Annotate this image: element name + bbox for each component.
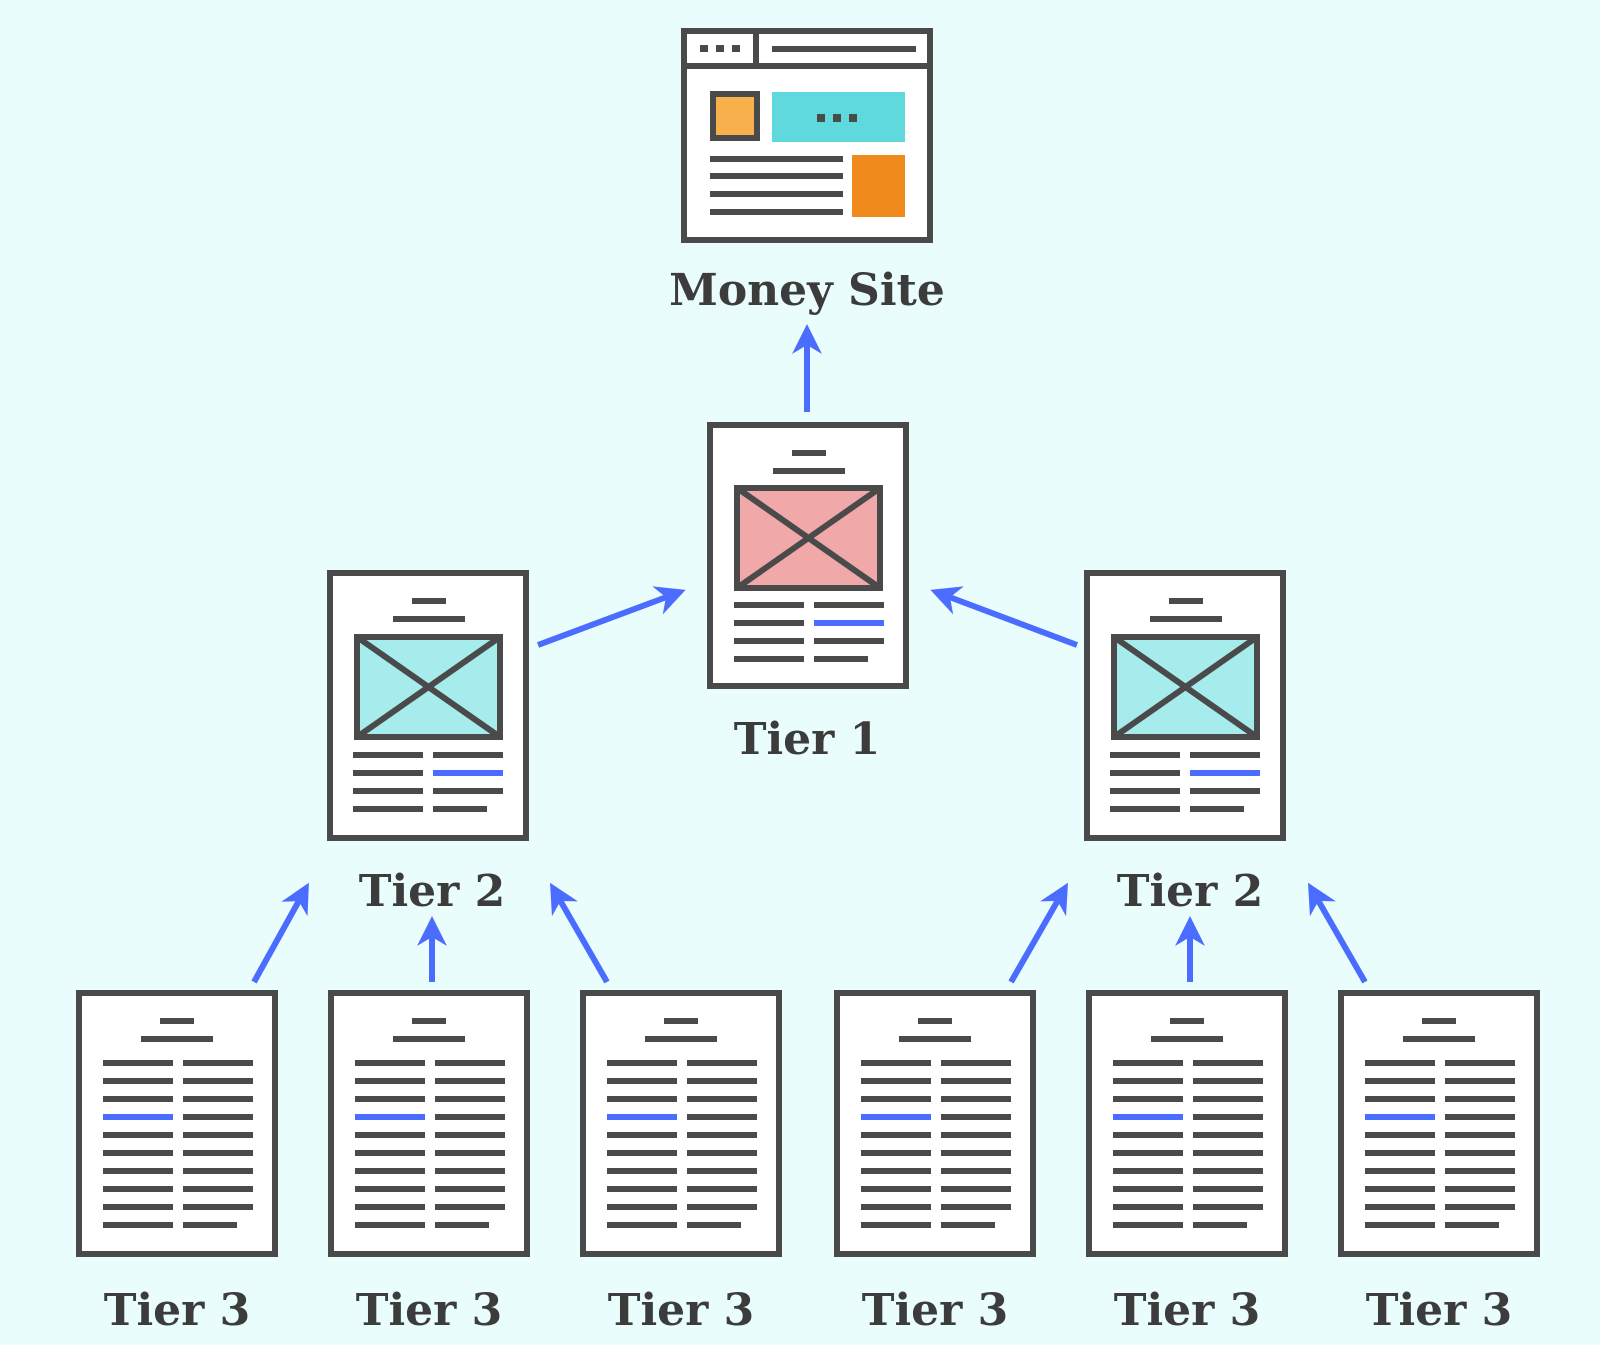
tier3-label: Tier 3 [356, 1285, 503, 1336]
tier2-right-label: Tier 2 [1117, 866, 1264, 917]
text-document-icon [834, 990, 1036, 1257]
tier3-label: Tier 3 [1366, 1285, 1513, 1336]
arrow-tier2-left-to-tier1 [536, 586, 686, 648]
article-image-icon [707, 422, 909, 689]
tier3-label: Tier 3 [104, 1285, 251, 1336]
text-document-icon [580, 990, 782, 1257]
tier3-label: Tier 3 [1114, 1285, 1261, 1336]
article-image-icon [1084, 570, 1286, 841]
text-document-icon [1338, 990, 1540, 1257]
article-image-icon [327, 570, 529, 841]
tier3-label: Tier 3 [862, 1285, 1009, 1336]
link-arrows [251, 324, 1368, 984]
tier2-left-label: Tier 2 [359, 866, 506, 917]
tier3-label: Tier 3 [608, 1285, 755, 1336]
arrow-tier3-4-to-tier2-right [1008, 882, 1068, 984]
text-document-icon [1086, 990, 1288, 1257]
arrow-tier3-3-to-tier2-left [550, 882, 610, 984]
tier1-label: Tier 1 [734, 714, 881, 765]
arrow-tier3-1-to-tier2-left [251, 882, 309, 984]
tier3-documents: Tier 3 Tier 3 Tier 3 Tier 3 Tier 3 Tier 3 [76, 990, 1540, 1336]
arrow-tier2-right-to-tier1 [930, 586, 1079, 648]
arrow-tier3-6-to-tier2-right [1308, 882, 1368, 984]
money-site-label: Money Site [669, 265, 945, 316]
website-icon [681, 28, 933, 243]
text-document-icon [76, 990, 278, 1257]
text-document-icon [328, 990, 530, 1257]
